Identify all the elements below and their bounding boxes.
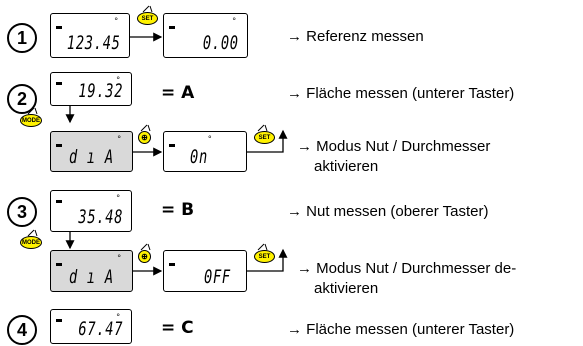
set-button[interactable]: SET (254, 250, 275, 263)
step-2-result: = A (161, 83, 195, 103)
lcd-value: 123.45 (67, 32, 121, 54)
mode-button[interactable]: MODE (20, 236, 42, 249)
step-1-number: 1 (7, 23, 37, 53)
step-2-number: 2 (7, 84, 37, 114)
lcd-value: 0FF (204, 266, 231, 288)
lcd-value: d ı A (69, 146, 114, 168)
step-2-lcd: ° 19.32 (50, 72, 132, 106)
step-3-sub-description-line-1: → Modus Nut / Durchmesser de- (297, 260, 517, 277)
round-button[interactable]: ⊕ (138, 250, 151, 263)
lcd-value: 35.48 (78, 206, 123, 228)
step-2-sub-description-line-1: → Modus Nut / Durchmesser (297, 138, 491, 155)
minus-segment (56, 144, 62, 147)
step-3-lcd-off: 0FF (163, 250, 247, 292)
step-2-lcd-on: ° 0n (163, 131, 247, 172)
step-3-sub-description-line-2: aktivieren (314, 280, 379, 297)
press-marks (27, 5, 268, 251)
unit-marker: ° (116, 193, 120, 203)
minus-segment (56, 82, 62, 85)
unit-marker: ° (116, 75, 120, 85)
step-2-lcd-dia: ° d ı A (50, 131, 133, 172)
step-4-description: → Fläche messen (unterer Taster) (287, 321, 515, 338)
lcd-value: 67.47 (78, 318, 123, 340)
step-2-sub-description-line-2: aktivieren (314, 158, 379, 175)
lcd-value: 0.00 (203, 32, 239, 54)
minus-segment (169, 263, 175, 266)
step-1-lcd-reference: ° 123.45 (50, 13, 130, 58)
step-2-description: → Fläche messen (unterer Taster) (287, 85, 515, 102)
lcd-value: 19.32 (78, 80, 123, 102)
mode-button[interactable]: MODE (20, 114, 42, 127)
lcd-value: 0n (190, 146, 208, 168)
minus-segment (169, 26, 175, 29)
step-3-number: 3 (7, 197, 37, 227)
unit-marker: ° (114, 16, 118, 26)
minus-segment (56, 26, 62, 29)
step-1-description: → Referenz messen (287, 28, 424, 45)
unit-marker: ° (117, 253, 121, 263)
step-3-result: = B (161, 200, 195, 220)
arrow-3-up (247, 248, 288, 272)
minus-segment (56, 200, 62, 203)
unit-marker: ° (232, 16, 236, 26)
minus-segment (56, 319, 62, 322)
unit-marker: ° (116, 312, 120, 322)
step-3-description: → Nut messen (oberer Taster) (287, 203, 489, 220)
minus-segment (169, 144, 175, 147)
arrow-2-up (247, 129, 288, 153)
set-button[interactable]: SET (137, 12, 158, 25)
step-4-number: 4 (7, 315, 37, 345)
unit-marker: ° (117, 134, 121, 144)
step-4-result: = C (161, 318, 194, 338)
set-button[interactable]: SET (254, 131, 275, 144)
step-4-lcd: ° 67.47 (50, 309, 132, 344)
step-1-lcd-zero: ° 0.00 (163, 13, 248, 58)
unit-marker: ° (208, 134, 212, 144)
step-3-lcd-dia: ° d ı A (50, 250, 133, 292)
lcd-value: d ı A (69, 266, 114, 288)
minus-segment (56, 263, 62, 266)
round-button[interactable]: ⊕ (138, 131, 151, 144)
step-3-lcd: ° 35.48 (50, 190, 132, 232)
